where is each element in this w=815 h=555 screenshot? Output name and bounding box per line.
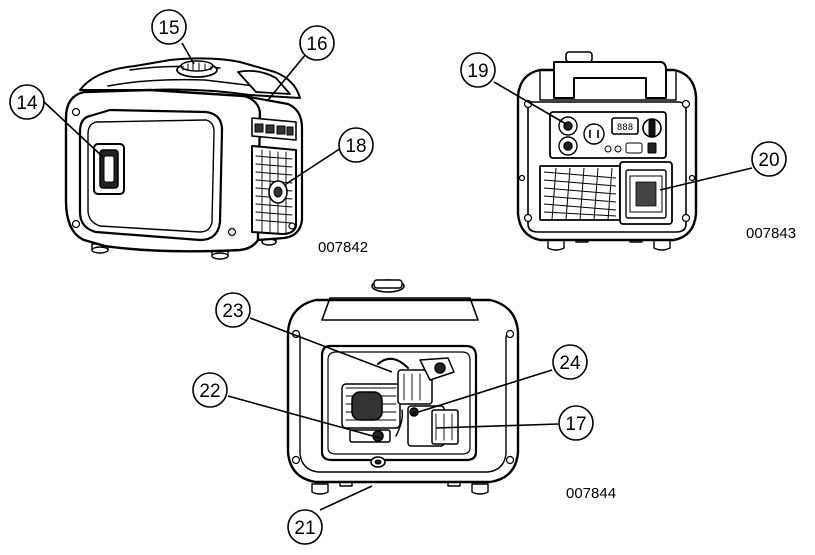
shell-screws: [71, 107, 296, 237]
front-screws: [518, 99, 696, 223]
svg-text:22: 22: [199, 381, 220, 402]
engine-switch-dial: [642, 118, 662, 138]
drain-knob: [370, 456, 386, 468]
figure-code-1: 007842: [318, 239, 368, 256]
fuel-cap-open: [371, 279, 405, 293]
callout-18: 18: [338, 127, 374, 163]
callout-19: 19: [460, 52, 496, 88]
svg-text:15: 15: [158, 18, 179, 39]
callout-16: 16: [299, 25, 335, 61]
svg-text:18: 18: [345, 136, 366, 157]
figure-code-2: 007843: [746, 225, 796, 242]
callout-20: 20: [751, 141, 787, 177]
cooling-grille: [539, 165, 621, 221]
callout-21: 21: [287, 509, 323, 545]
exhaust-grille: [251, 145, 297, 235]
svg-text:14: 14: [16, 93, 38, 114]
callout-24: 24: [552, 344, 588, 380]
engine-assembly: [341, 357, 459, 447]
generator-front-view: 888: [516, 51, 698, 251]
indicator-lights: [604, 142, 657, 154]
side-door-panel: [78, 108, 224, 242]
svg-text:888: 888: [617, 123, 633, 133]
generator-side-view: [64, 57, 304, 260]
leader-lines-fig2: [493, 81, 753, 191]
callout-15: 15: [151, 9, 187, 45]
ac-outlets: [558, 116, 605, 156]
fuel-cap: [176, 60, 218, 78]
lcd-display: 888: [611, 117, 639, 135]
control-panel: 888: [549, 111, 667, 159]
fuel-cap-top: [565, 51, 593, 63]
top-housing: [79, 57, 301, 99]
generator-open-view: [286, 279, 520, 495]
svg-text:20: 20: [758, 150, 779, 171]
figure-code-3: 007844: [566, 485, 616, 502]
oil-access-box: [619, 161, 673, 225]
svg-text:24: 24: [559, 353, 581, 374]
svg-text:17: 17: [565, 414, 586, 435]
leader-lines-fig3: [227, 317, 559, 511]
svg-text:23: 23: [222, 301, 243, 322]
svg-text:19: 19: [467, 61, 488, 82]
callout-14: 14: [9, 84, 45, 120]
handle-top: [553, 61, 667, 99]
svg-text:16: 16: [306, 34, 327, 55]
leader-lines-fig1: [41, 42, 342, 185]
svg-text:21: 21: [294, 518, 315, 539]
side-door-latch: [93, 143, 125, 195]
callout-17: 17: [558, 405, 594, 441]
front-label-marks: [254, 123, 294, 136]
callout-22: 22: [192, 372, 228, 408]
callout-23: 23: [215, 292, 251, 328]
